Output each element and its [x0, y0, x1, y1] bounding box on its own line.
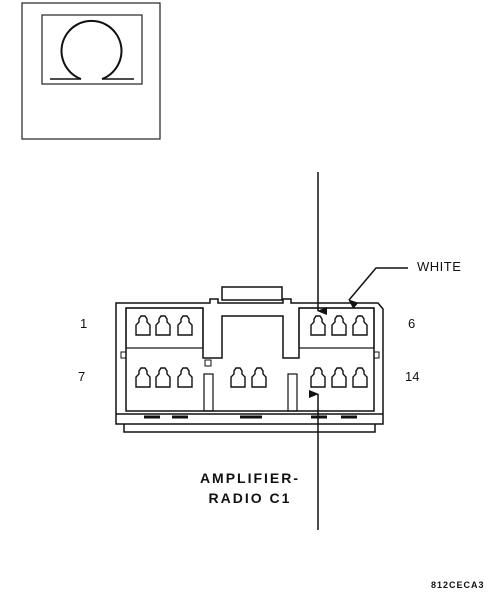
cavity-8	[155, 367, 171, 388]
connector-color-label: WHITE	[417, 259, 462, 274]
figure-code: 812CECA3	[431, 580, 485, 590]
connector-body	[115, 286, 384, 433]
cavity-4	[310, 315, 326, 336]
cavity-7	[135, 367, 151, 388]
cavity-13	[331, 367, 347, 388]
cavity-10	[230, 367, 246, 388]
pin-label-top-right: 6	[408, 316, 416, 331]
connector-name-line1: AMPLIFIER-	[199, 470, 301, 486]
connector-face-view-icon	[21, 2, 161, 140]
pin-label-top-left: 1	[80, 316, 88, 331]
connector-name: AMPLIFIER- RADIO C1	[190, 468, 310, 508]
cavity-11	[251, 367, 267, 388]
cavity-3	[177, 315, 193, 336]
terminal-cavities	[135, 315, 368, 388]
pin-label-bottom-right: 14	[405, 369, 420, 384]
cavity-12	[310, 367, 326, 388]
connector-name-line2: RADIO C1	[208, 490, 292, 506]
cavity-6	[352, 315, 368, 336]
cavity-2	[155, 315, 171, 336]
pin-label-bottom-left: 7	[78, 369, 86, 384]
cavity-1	[135, 315, 151, 336]
cavity-14	[352, 367, 368, 388]
cavity-5	[331, 315, 347, 336]
color-leader-line	[348, 267, 408, 309]
cavity-9	[177, 367, 193, 388]
